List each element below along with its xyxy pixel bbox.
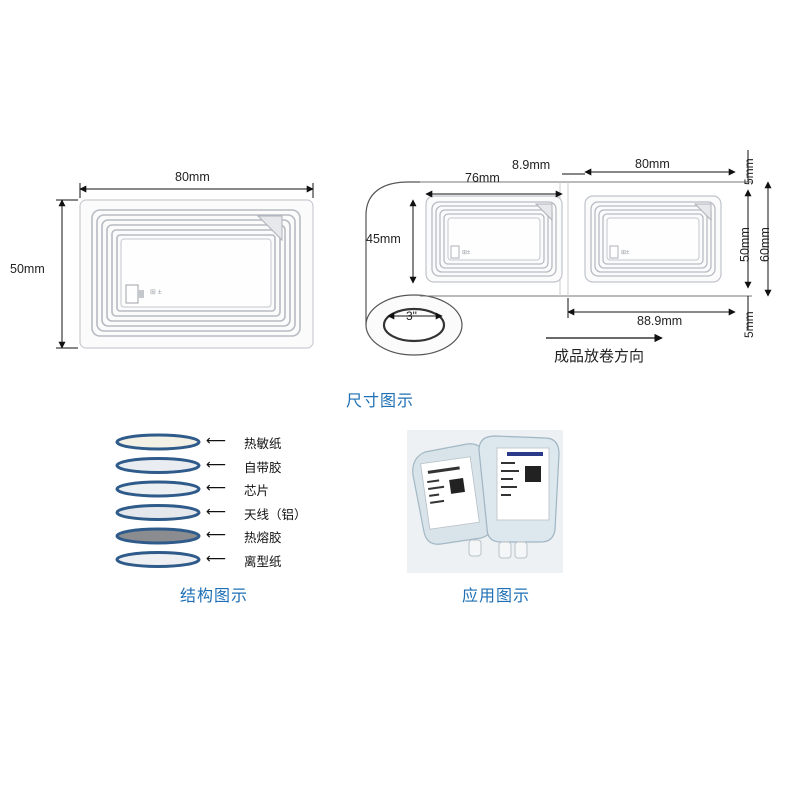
layer-arrow-icon: ⟵ — [206, 456, 227, 473]
layer-label: 离型纸 — [244, 553, 282, 569]
layer-arrow-icon: ⟵ — [206, 503, 227, 520]
layer-ellipse — [115, 457, 201, 474]
layer-arrow-icon: ⟵ — [206, 433, 227, 449]
layer-ellipse — [115, 433, 201, 451]
single-width-label: 80mm — [175, 170, 210, 184]
application-caption: 应用图示 — [462, 586, 531, 605]
unwind-direction-label: 成品放卷方向 — [554, 347, 645, 365]
size-diagram: ⊞ ± ⊞± — [56, 150, 772, 356]
iv-bags-image — [407, 430, 563, 573]
structure-diagram — [110, 430, 210, 570]
layer-ellipse — [115, 504, 201, 521]
roll-pitch-label: 88.9mm — [637, 314, 683, 328]
layer-ellipse — [115, 527, 201, 545]
layer-label: 芯片 — [244, 483, 270, 498]
svg-text:⊞ ±: ⊞ ± — [150, 289, 162, 296]
roll-label-width-label: 80mm — [635, 157, 670, 171]
layer-arrow-icon: ⟵ — [206, 550, 227, 567]
layer-label: 热敏纸 — [244, 436, 282, 451]
roll-inlay-1: ⊞± — [425, 195, 563, 283]
svg-text:⊞±: ⊞± — [621, 250, 630, 256]
roll-gap-label: 8.9mm — [512, 158, 551, 172]
layer-label: 热熔胶 — [244, 530, 282, 545]
roll-inlay-width-label: 76mm — [465, 171, 500, 185]
roll-total-height-label: 60mm — [758, 227, 772, 262]
core-size-label: 3" — [406, 309, 417, 323]
layer-arrow-icon: ⟵ — [206, 527, 227, 543]
layer-ellipse — [115, 480, 201, 498]
structure-caption: 结构图示 — [180, 586, 249, 605]
application-photo — [407, 430, 563, 573]
layer-label: 自带胶 — [244, 459, 282, 475]
layer-arrow-icon: ⟵ — [206, 480, 227, 496]
single-inlay: ⊞ ± — [79, 199, 314, 349]
roll-margin-top-label: 5mm — [742, 158, 756, 185]
roll-inlay-height-label: 45mm — [366, 232, 401, 246]
roll-margin-bottom-label: 5mm — [742, 311, 756, 338]
layer-label: 天线（铝） — [244, 506, 307, 522]
layer-stack — [115, 433, 201, 568]
single-height-label: 50mm — [10, 262, 45, 276]
roll-inlay-2: ⊞± — [584, 195, 722, 283]
svg-text:⊞±: ⊞± — [462, 250, 471, 256]
roll-label-height-label: 50mm — [738, 227, 752, 262]
size-caption: 尺寸图示 — [346, 391, 415, 410]
layer-ellipse — [115, 551, 201, 568]
